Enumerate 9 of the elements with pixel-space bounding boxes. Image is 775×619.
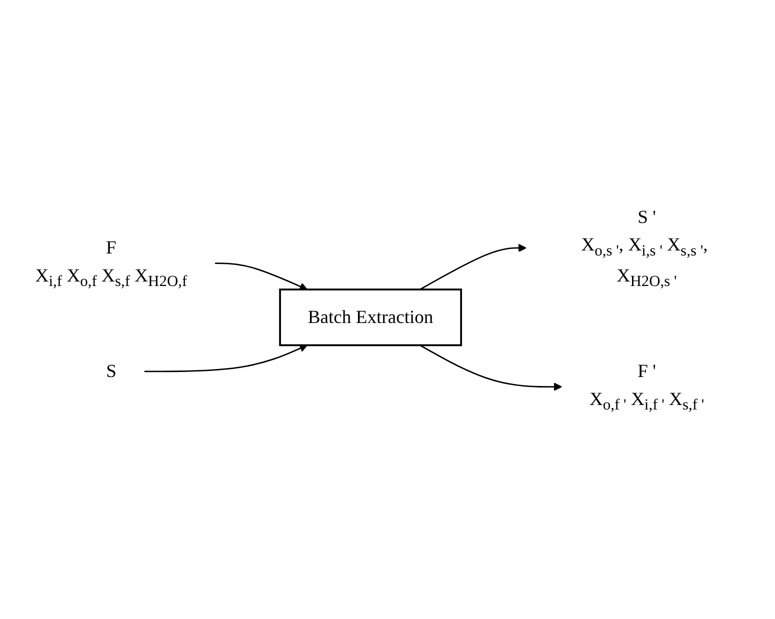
arrow: [144, 344, 308, 372]
node-text: S ' X$_{o,s '}$, X$_{i,s '}$ X$_{s,s '}$, X$_{H2O,s '}$: [581, 206, 708, 290]
node-text: S: [106, 361, 116, 382]
node-box: Batch Extraction: [279, 288, 462, 346]
node-text: F X$_{i,f}$ X$_{o,f}$ X$_{s,f}$ X$_{H2O,f}$: [35, 238, 188, 290]
arrow: [420, 344, 562, 391]
arrow: [420, 244, 526, 290]
node-text: F ' X$_{o,f '}$ X$_{i,f '}$ X$_{s,f '}$: [590, 361, 704, 414]
arrow: [215, 262, 308, 290]
